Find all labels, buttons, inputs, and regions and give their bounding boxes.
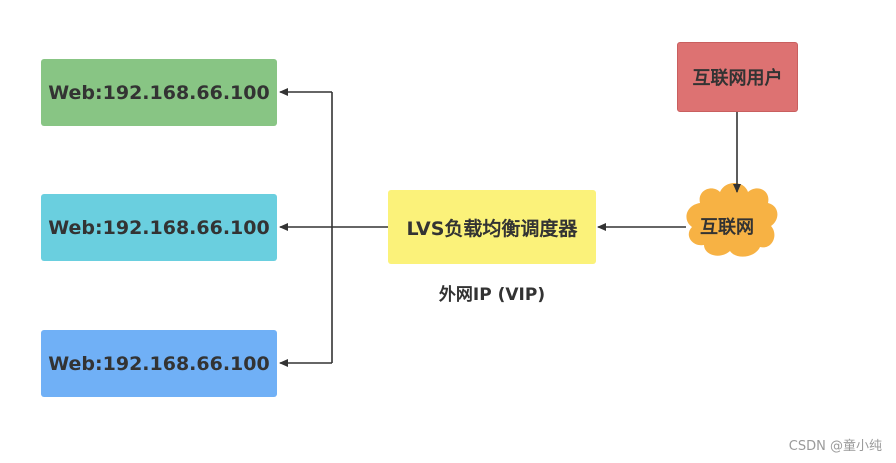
- web-server-node-1: Web:192.168.66.100: [41, 59, 277, 126]
- internet-cloud-icon: [686, 183, 778, 257]
- web-server-node-3: Web:192.168.66.100: [41, 330, 277, 397]
- internet-node-label: 互联网: [700, 217, 754, 238]
- web-server-label-2: Web:192.168.66.100: [48, 216, 270, 239]
- lvs-scheduler-label: LVS负载均衡调度器: [406, 217, 578, 240]
- web-server-label-3: Web:192.168.66.100: [48, 352, 270, 375]
- internet-user-label: 互联网用户: [692, 68, 783, 89]
- watermark: CSDN @童小纯: [788, 439, 882, 454]
- lvs-scheduler-node: LVS负载均衡调度器: [388, 190, 596, 264]
- web-server-label-1: Web:192.168.66.100: [48, 81, 270, 104]
- vip-annotation: 外网IP (VIP): [438, 285, 546, 305]
- internet-user-node: 互联网用户: [677, 42, 798, 112]
- web-server-node-2: Web:192.168.66.100: [41, 194, 277, 261]
